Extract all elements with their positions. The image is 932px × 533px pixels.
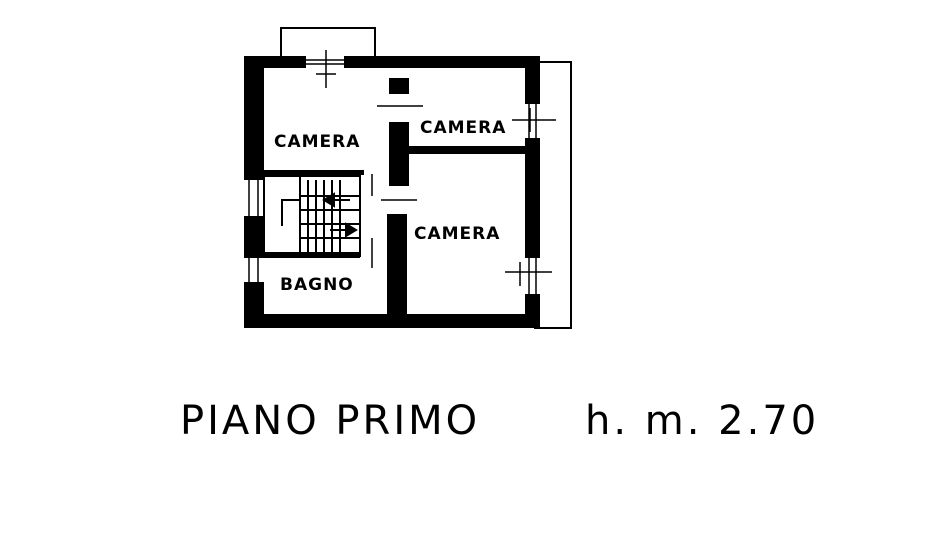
room-label-camera-top-right: CAMERA: [420, 118, 506, 138]
staircase: [263, 175, 361, 257]
terrace-right: [534, 61, 572, 329]
window-openings: [244, 56, 540, 294]
room-label-bagno: BAGNO: [280, 275, 354, 295]
interior-walls: [264, 78, 527, 318]
door-marks: [371, 105, 423, 268]
room-label-camera-bottom-right: CAMERA: [414, 224, 500, 244]
bathroom-partition: [264, 252, 360, 258]
balcony-top: [280, 27, 376, 61]
height-caption: h. m. 2.70: [585, 398, 820, 444]
room-label-camera-top-left: CAMERA: [274, 132, 360, 152]
window-markers: [316, 50, 556, 286]
floor-caption: PIANO PRIMO: [180, 398, 481, 444]
